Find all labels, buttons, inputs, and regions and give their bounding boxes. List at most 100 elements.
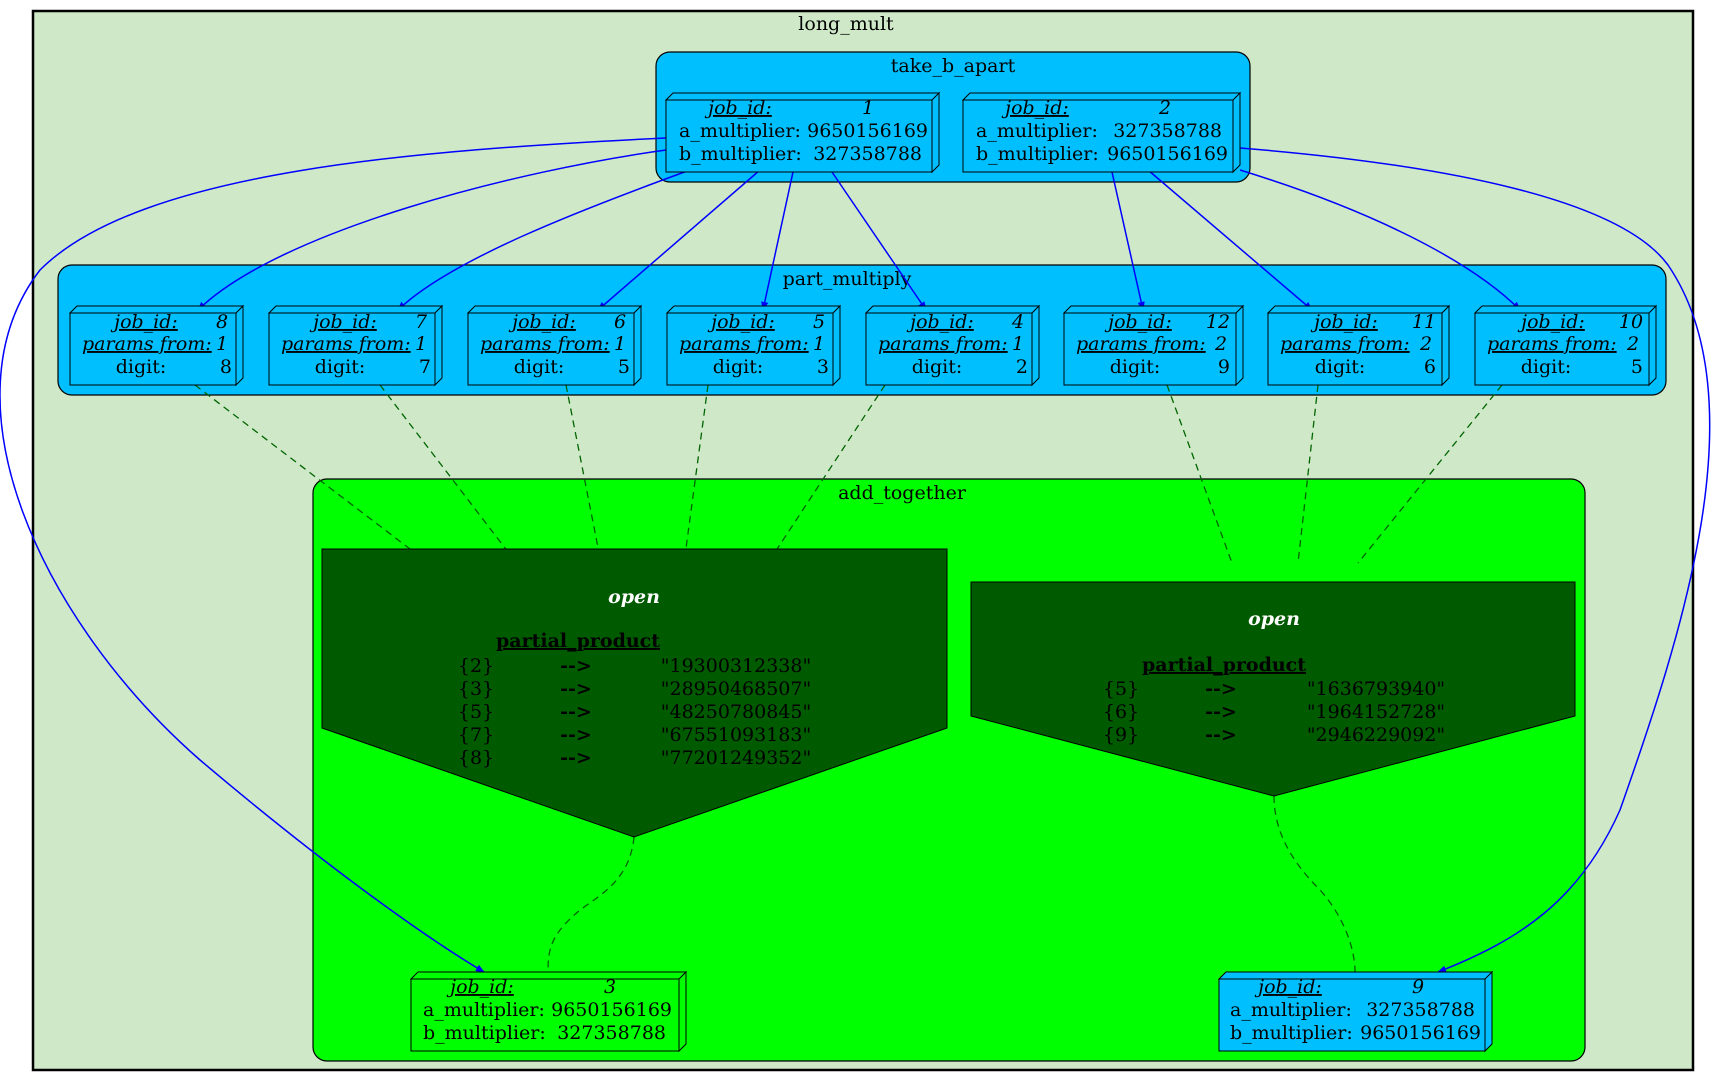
pp-arrow: -->: [1205, 701, 1237, 723]
b-multiplier-value: 9650156169: [1360, 1022, 1481, 1044]
pp-value: "1964152728": [1307, 701, 1445, 723]
edge-job8-house-left: [194, 384, 449, 579]
status-open: open: [608, 586, 660, 608]
part-node-4: job_id: 4 params from: 1 digit: 2: [864, 304, 1041, 387]
a-multiplier-label: a_multiplier:: [1230, 999, 1352, 1021]
pp-value: "1636793940": [1307, 678, 1445, 700]
part-node-10: job_id: 10 params from: 2 digit: 5: [1473, 304, 1658, 387]
pp-arrow: -->: [560, 747, 592, 769]
part-node-7: job_id: 7 params from: 1 digit: 7: [267, 304, 444, 387]
pp-value: "28950468507": [661, 678, 811, 700]
digit-label: digit:: [1521, 356, 1572, 378]
job-id-label: job_id:: [446, 976, 514, 998]
edge-job1-job3: [0, 137, 667, 973]
a-multiplier-label: a_multiplier:: [423, 999, 545, 1021]
edge-job11-house-right: [1297, 384, 1319, 564]
digit-value: 5: [1631, 356, 1643, 378]
a-multiplier-value: 9650156169: [551, 999, 672, 1021]
job-id-value: 2: [1158, 97, 1171, 119]
job-id-value: 8: [216, 311, 228, 333]
job-id-label: job_id:: [704, 97, 772, 119]
cluster-part-multiply: part_multiply: [57, 264, 1667, 396]
params-from-label: params from:: [878, 333, 1008, 355]
job-id-label: job_id:: [1254, 976, 1322, 998]
params-from-label: params from:: [480, 333, 610, 355]
edge-job6-house-left: [565, 384, 605, 579]
job-id-label: job_id:: [707, 311, 775, 333]
params-from-value: 2: [1626, 333, 1639, 355]
b-multiplier-label: b_multiplier:: [1230, 1022, 1353, 1044]
edge-job12-house-right: [1166, 384, 1233, 564]
part-node-8: job_id: 8 params from: 1 digit: 8: [68, 304, 245, 387]
a-multiplier-value: 327358788: [1366, 999, 1475, 1021]
job-id-value: 6: [614, 311, 626, 333]
cluster-add-together-title: add_together: [838, 482, 967, 504]
digit-label: digit:: [514, 356, 565, 378]
b-multiplier-value: 327358788: [557, 1022, 666, 1044]
params-from-value: 2: [1214, 333, 1227, 355]
pp-arrow: -->: [1205, 678, 1237, 700]
part-node-12: job_id: 12 params from: 2 digit: 9: [1062, 304, 1245, 387]
pp-value: "77201249352": [661, 747, 811, 769]
a-multiplier-label: a_multiplier:: [976, 120, 1098, 142]
pp-value: "48250780845": [661, 701, 811, 723]
digit-label: digit:: [713, 356, 764, 378]
part-node-5: job_id: 5 params from: 1 digit: 3: [665, 304, 842, 387]
b-multiplier-label: b_multiplier:: [976, 143, 1099, 165]
params-from-value: 2: [1419, 333, 1432, 355]
pp-arrow: -->: [560, 724, 592, 746]
b-multiplier-label: b_multiplier:: [423, 1022, 546, 1044]
job-id-label: job_id:: [508, 311, 576, 333]
params-from-label: params from:: [679, 333, 809, 355]
job-id-label: job_id:: [1104, 311, 1172, 333]
job-node-2: job_id: 2 a_multiplier: 327358788 b_mult…: [961, 91, 1242, 174]
edge-job7-house-left: [379, 384, 529, 579]
edge-job2-job9: [1239, 147, 1711, 973]
digit-label: digit:: [116, 356, 167, 378]
pp-key: {5}: [1103, 678, 1139, 700]
pp-arrow: -->: [560, 701, 592, 723]
digit-value: 7: [419, 356, 431, 378]
pp-key: {9}: [1103, 724, 1139, 746]
edge-job1-job8: [197, 149, 667, 311]
digit-label: digit:: [1315, 356, 1366, 378]
digit-value: 5: [618, 356, 630, 378]
edges-green: [194, 384, 1503, 973]
edge-job1-job4: [831, 171, 927, 311]
pp-value: "19300312338": [661, 655, 811, 677]
edge-job5-house-left: [681, 384, 709, 579]
job-id-label: job_id:: [1310, 311, 1378, 333]
params-from-label: params from:: [1280, 333, 1410, 355]
digit-value: 2: [1016, 356, 1028, 378]
pp-arrow: -->: [1205, 724, 1237, 746]
a-multiplier-value: 327358788: [1113, 120, 1222, 142]
pp-key: {8}: [458, 747, 494, 769]
job-id-label: job_id:: [906, 311, 974, 333]
edge-job1-job6: [597, 169, 761, 311]
pp-arrow: -->: [560, 678, 592, 700]
job-node-9: job_id: 9 a_multiplier: 327358788 b_mult…: [1217, 970, 1494, 1053]
digit-label: digit:: [912, 356, 963, 378]
job-node-1: job_id: 1 a_multiplier: 9650156169 b_mul…: [664, 91, 941, 174]
digit-value: 3: [817, 356, 829, 378]
job-id-value: 1: [862, 97, 874, 119]
params-from-value: 1: [614, 333, 626, 355]
params-from-label: params from:: [1487, 333, 1617, 355]
pp-key: {2}: [458, 655, 494, 677]
job-id-value: 10: [1619, 311, 1643, 333]
part-node-6: job_id: 6 params from: 1 digit: 5: [466, 304, 643, 387]
job-id-value: 7: [415, 311, 428, 333]
edge-job2-job11: [1147, 169, 1313, 311]
job-id-value: 12: [1206, 311, 1230, 333]
edge-job10-house-right: [1357, 384, 1503, 564]
pp-arrow: -->: [560, 655, 592, 677]
job-id-label: job_id:: [309, 311, 377, 333]
a-multiplier-value: 9650156169: [807, 120, 928, 142]
pp-key: {6}: [1103, 701, 1139, 723]
edge-job2-job12: [1111, 171, 1145, 311]
job-node-3: job_id: 3 a_multiplier: 9650156169 b_mul…: [409, 970, 688, 1053]
status-open: open: [1248, 608, 1300, 630]
job-id-value: 4: [1011, 311, 1024, 333]
job-id-value: 3: [604, 976, 616, 998]
part-node-11: job_id: 11 params from: 2 digit: 6: [1266, 304, 1451, 387]
